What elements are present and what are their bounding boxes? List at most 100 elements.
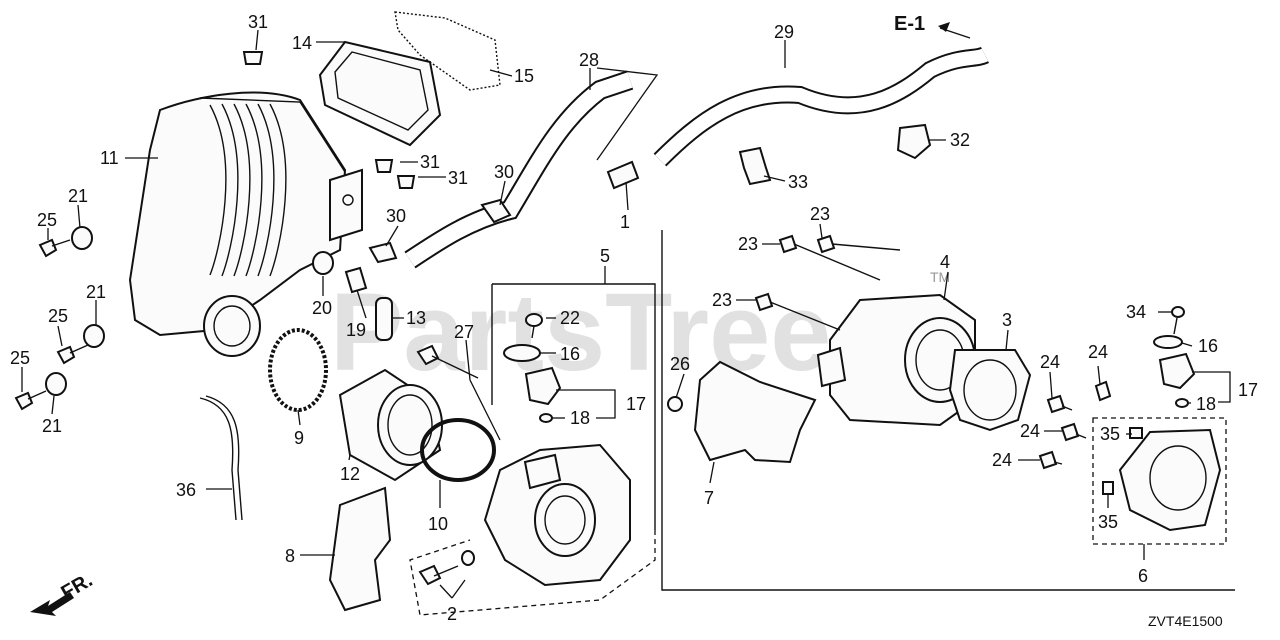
callout-25: 25 — [48, 306, 68, 326]
callout-33: 33 — [788, 172, 808, 192]
callout-1: 1 — [620, 212, 630, 232]
callout-23: 23 — [712, 290, 732, 310]
callout-26: 26 — [670, 354, 690, 374]
screw-22[interactable] — [525, 313, 543, 339]
bolt-set-left[interactable] — [14, 226, 105, 411]
callout-13: 13 — [406, 308, 426, 328]
callout-23: 23 — [738, 234, 758, 254]
callout-25: 25 — [37, 210, 57, 230]
callout-7: 7 — [704, 488, 714, 508]
watermark-tm: TM — [930, 269, 950, 285]
hose-28[interactable] — [404, 70, 634, 269]
callout-2: 2 — [447, 604, 457, 624]
callout-8: 8 — [285, 546, 295, 566]
intake-duct[interactable] — [338, 368, 443, 482]
bolt-23[interactable] — [754, 234, 901, 331]
group-box-right — [661, 230, 1235, 591]
callout-24: 24 — [992, 450, 1012, 470]
callout-23: 23 — [810, 204, 830, 224]
callout-9: 9 — [294, 428, 304, 448]
reference-arrow — [938, 22, 950, 32]
callout-labels: 31 14 15 28 29 11 31 31 30 1 32 33 21 25… — [10, 12, 1258, 624]
callout-12: 12 — [340, 464, 360, 484]
callout-18: 18 — [1196, 394, 1216, 414]
bolt-26[interactable] — [667, 396, 683, 412]
callout-21: 21 — [68, 186, 88, 206]
band-9[interactable] — [268, 328, 328, 412]
callout-16: 16 — [560, 344, 580, 364]
throttle-body-6[interactable] — [1102, 427, 1222, 532]
callout-3: 3 — [1002, 310, 1012, 330]
hose-clamp[interactable] — [738, 123, 932, 186]
hose-joint[interactable] — [606, 160, 640, 190]
callout-19: 19 — [346, 320, 366, 340]
callout-5: 5 — [600, 246, 610, 266]
callout-28: 28 — [579, 50, 599, 70]
filter-seal[interactable] — [394, 11, 501, 91]
hose-29[interactable] — [653, 46, 990, 167]
throttle-body-assembly[interactable] — [483, 443, 631, 587]
gasket-3[interactable] — [948, 349, 1032, 432]
callout-15: 15 — [514, 66, 534, 86]
air-filter-element[interactable] — [318, 40, 442, 147]
callout-4: 4 — [940, 252, 950, 272]
clamp-band-10[interactable] — [420, 418, 496, 482]
plate-16[interactable] — [503, 344, 541, 362]
callout-27: 27 — [454, 322, 474, 342]
callout-34: 34 — [1126, 302, 1146, 322]
group-box-6 — [1092, 417, 1227, 545]
breather-tube[interactable] — [199, 395, 243, 521]
callout-17: 17 — [626, 394, 646, 414]
o-ring-18[interactable] — [539, 413, 553, 423]
bolt-2[interactable] — [418, 550, 475, 586]
bolt-27[interactable] — [416, 344, 479, 379]
callout-16: 16 — [1198, 336, 1218, 356]
callout-35: 35 — [1100, 424, 1120, 444]
callout-21: 21 — [42, 416, 62, 436]
sensor-19[interactable] — [344, 266, 368, 294]
callout-18: 18 — [570, 408, 590, 428]
callout-25: 25 — [10, 348, 30, 368]
air-cleaner-housing[interactable] — [128, 91, 363, 357]
callout-35: 35 — [1098, 512, 1118, 532]
throttle-body-4[interactable] — [816, 293, 976, 427]
callout-31: 31 — [448, 168, 468, 188]
diagram-code: ZVT4E1500 — [1148, 613, 1223, 629]
hose-clip[interactable] — [368, 198, 512, 264]
callout-11: 11 — [100, 148, 119, 168]
watermark-text: PartsTree — [330, 271, 831, 394]
callout-6: 6 — [1138, 566, 1148, 586]
sensor-17b[interactable] — [1158, 352, 1196, 390]
plate-16b[interactable] — [1153, 335, 1183, 349]
cover-8[interactable] — [328, 486, 392, 612]
callout-36: 36 — [176, 480, 196, 500]
bolt-24[interactable] — [1038, 380, 1112, 470]
o-ring-18b[interactable] — [1175, 398, 1189, 408]
callout-24: 24 — [1020, 421, 1040, 441]
cover-7[interactable] — [693, 360, 817, 464]
grommet[interactable] — [242, 51, 416, 189]
sensor-17[interactable] — [524, 366, 562, 406]
callout-30: 30 — [386, 206, 406, 226]
callout-20: 20 — [312, 298, 332, 318]
callout-31: 31 — [420, 152, 440, 172]
tube-13[interactable] — [375, 297, 393, 341]
callout-24: 24 — [1088, 342, 1108, 362]
callout-10: 10 — [428, 514, 448, 534]
callout-31: 31 — [248, 12, 268, 32]
callout-21: 21 — [86, 282, 106, 302]
reference-label: E-1 — [894, 13, 925, 35]
leader-lines — [21, 27, 1231, 599]
bolt-34[interactable] — [1171, 306, 1185, 335]
watermark: PartsTree TM — [330, 269, 950, 394]
callout-30: 30 — [494, 162, 514, 182]
callout-32: 32 — [950, 130, 970, 150]
front-arrow-icon — [30, 592, 74, 616]
callout-24: 24 — [1040, 352, 1060, 372]
callout-29: 29 — [774, 22, 794, 42]
seal-20[interactable] — [312, 251, 334, 275]
callout-17: 17 — [1238, 380, 1258, 400]
callout-22: 22 — [560, 308, 580, 328]
callout-14: 14 — [292, 33, 312, 53]
